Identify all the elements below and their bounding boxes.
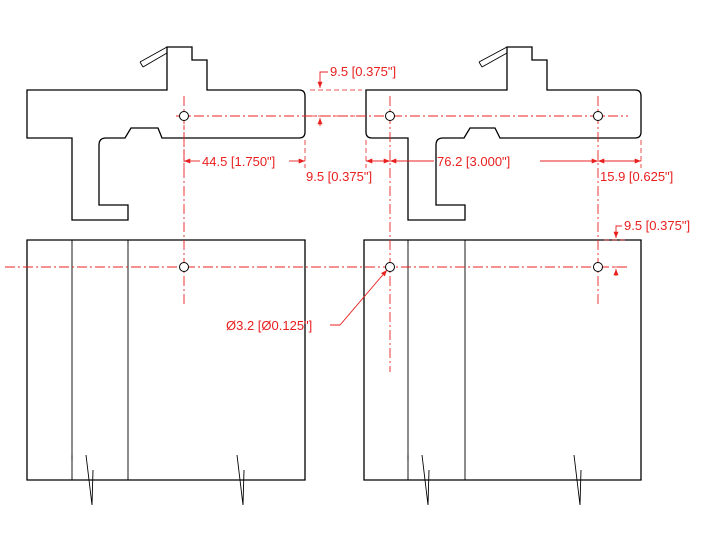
dim-label-hole-diameter: Ø3.2 [Ø0.125"] [226, 318, 312, 333]
right-bracket-tab [478, 46, 508, 68]
right-break-mark-1 [407, 454, 430, 506]
dim-leader-vert-offset [613, 225, 622, 238]
right-bracket-outline [365, 46, 642, 221]
dim-leader-hole-diameter [330, 269, 388, 326]
right-break-mark-2 [573, 454, 582, 506]
right-panel-outline [363, 239, 642, 481]
left-break-mark-2 [236, 454, 245, 506]
right-panel [363, 239, 642, 506]
hole-mid-top [385, 111, 395, 121]
dim-label-hole-spacing-left: 44.5 [1.750"] [202, 154, 275, 169]
dim-label-right-edge: 15.9 [0.625"] [600, 169, 673, 184]
dim-label-vertical-offset: 9.5 [0.375"] [624, 218, 690, 233]
hole-right-top [593, 111, 603, 121]
left-break-mark-1 [71, 454, 94, 506]
dim-leader-top-offset [317, 71, 328, 88]
holes [179, 111, 603, 272]
left-bracket [26, 46, 306, 221]
dim-label-hole-spacing-right: 76.2 [3.000"] [437, 154, 510, 169]
left-panel [26, 239, 306, 506]
dim-label-edge-offset: 9.5 [0.375"] [306, 169, 372, 184]
hole-left-top [179, 111, 189, 121]
hole-left-bottom [179, 262, 189, 272]
left-bracket-tab [139, 46, 168, 68]
hole-right-bottom [593, 262, 603, 272]
centerlines [5, 96, 628, 372]
left-panel-outline [26, 239, 306, 481]
right-bracket [365, 46, 642, 221]
hole-mid-bottom [385, 262, 395, 272]
dim-label-top-offset: 9.5 [0.375"] [330, 64, 396, 79]
left-bracket-outline [26, 46, 306, 221]
dimensions: 44.5 [1.750"] 9.5 [0.375"] 76.2 [3.000"]… [183, 64, 690, 333]
